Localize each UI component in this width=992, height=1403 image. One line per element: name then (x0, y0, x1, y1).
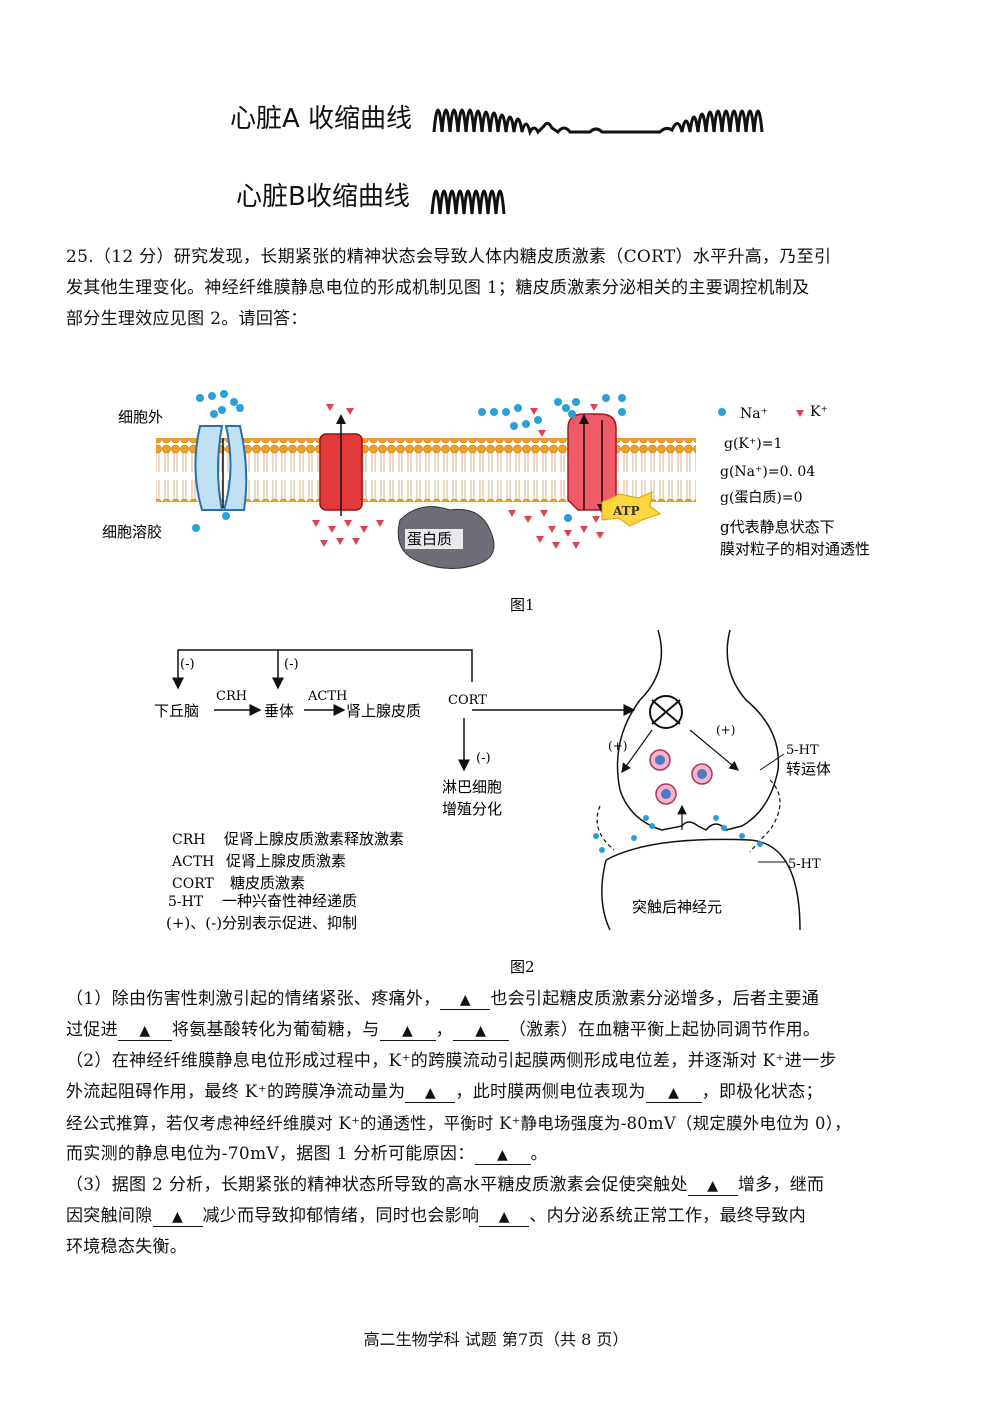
q1-text: ， (435, 1020, 453, 1040)
na-k-pump (567, 413, 617, 514)
q1-text: 也会引起糖皮质激素分泌增多，后者主要通 (490, 989, 820, 1009)
synapse-presynaptic (616, 630, 780, 831)
g-protein: g(蛋白质)=0 (720, 490, 803, 506)
stem-line: 部分生理效应见图 2。请回答： (66, 309, 308, 329)
minus-label-3: (-) (476, 751, 491, 766)
answer-blank[interactable]: ▲ (440, 991, 491, 1010)
legend-desc-4: 一种兴奋性神经递质 (222, 892, 357, 910)
question-25-stem: 25.（12 分）研究发现，长期紧张的精神状态会导致人体内糖皮质激素（CORT）… (66, 242, 936, 335)
answer-blank[interactable]: ▲ (479, 1208, 530, 1227)
heart-a-curve (432, 108, 764, 137)
answer-blank[interactable]: ▲ (152, 1208, 203, 1227)
plus-label-2: (+) (716, 723, 735, 737)
figure-1-caption: 图1 (510, 596, 535, 614)
q1-text: 将氨基酸转化为葡萄糖，与 (171, 1020, 380, 1040)
q2-text: 外流起阻碍作用，最终 K⁺的跨膜净流动量为 (66, 1082, 406, 1102)
q1-text: （1）除由伤害性刺激引起的情绪紧张、疼痛外， (66, 989, 441, 1009)
answer-blank[interactable]: ▲ (405, 1084, 456, 1103)
pituitary-label: 垂体 (264, 702, 294, 720)
k-channel (319, 414, 363, 516)
answer-blank[interactable]: ▲ (117, 1022, 172, 1041)
heart-a-label: 心脏A 收缩曲线 (230, 104, 413, 134)
q2-line-1: （2）在神经纤维膜静息电位形成过程中，K⁺的跨膜流动引起膜两侧形成电位差，并逐渐… (66, 1051, 837, 1071)
minus-label-1: (-) (180, 657, 195, 672)
answer-blank[interactable]: ▲ (474, 1146, 531, 1165)
legend-abbr-4: 5-HT (168, 894, 204, 910)
q2-text: 而实测的静息电位为-70mV，据图 1 分析可能原因： (66, 1144, 475, 1164)
crh-label: CRH (216, 689, 247, 704)
5ht-label: 5-HT (788, 857, 821, 872)
g-na: g(Na⁺)=0. 04 (720, 464, 815, 480)
figure-2-caption: 图2 (510, 958, 535, 975)
q3-text: （3）据图 2 分析，长期紧张的精神状态所导致的高水平糖皮质激素会促使突触处 (66, 1175, 688, 1195)
figure-2-regulation: (-) (-) 下丘脑 CRH 垂体 ACTH 肾上腺皮质 CORT (-) 淋… (154, 630, 831, 975)
q1-line-1: （1）除由伤害性刺激引起的情绪紧张、疼痛外，▲也会引起糖皮质激素分泌增多，后者主… (66, 984, 946, 1015)
legend-k: K⁺ (810, 404, 828, 420)
q2-line-3: 经公式推算，若仅考虑神经纤维膜对 K⁺的通透性，平衡时 K⁺静电场强度为-80m… (66, 1114, 851, 1133)
5ht-molecules (593, 815, 763, 853)
stem-line: 25.（12 分）研究发现，长期紧张的精神状态会导致人体内糖皮质激素（CORT）… (66, 247, 832, 267)
k-ions (312, 404, 804, 549)
minus-label-2: (-) (284, 657, 299, 672)
legend-last: (+)、(-)分别表示促进、抑制 (166, 914, 357, 932)
q3-line-1: （3）据图 2 分析，长期紧张的精神状态所导致的高水平糖皮质激素会促使突触处▲增… (66, 1170, 946, 1201)
protein-label: 蛋白质 (407, 530, 452, 548)
legend-na: Na⁺ (740, 406, 768, 422)
sub-questions: （1）除由伤害性刺激引起的情绪紧张、疼痛外，▲也会引起糖皮质激素分泌增多，后者主… (66, 984, 946, 1263)
cort-label: CORT (448, 693, 487, 708)
adrenal-cortex-label: 肾上腺皮质 (346, 702, 421, 720)
q3-text: 因突触间隙 (66, 1206, 153, 1226)
q2-line-2: 外流起阻碍作用，最终 K⁺的跨膜净流动量为▲，此时膜两侧电位表现为▲，即极化状态… (66, 1077, 946, 1108)
stem-line: 发其他生理变化。神经纤维膜静息电位的形成机制见图 1；糖皮质激素分泌相关的主要调… (66, 278, 810, 298)
hypothalamus-label: 下丘脑 (154, 702, 199, 720)
q1-text: 过促进 (66, 1020, 118, 1040)
legend-abbr-1: CRH (172, 832, 205, 848)
g-note-2: 膜对粒子的相对通透性 (720, 540, 870, 558)
q2-text: 。 (530, 1144, 548, 1164)
cytosol-label: 细胞溶胶 (102, 523, 162, 541)
g-k: g(K⁺)=1 (724, 436, 782, 452)
answer-blank[interactable]: ▲ (379, 1022, 436, 1041)
answer-blank[interactable]: ▲ (645, 1084, 702, 1103)
q3-line-2: 因突触间隙▲减少而导致抑郁情绪，同时也会影响▲、内分泌系统正常工作，最终导致内 (66, 1201, 946, 1232)
answer-blank[interactable]: ▲ (687, 1177, 738, 1196)
atp-label: ATP (612, 504, 640, 518)
q2-text: ，此时膜两侧电位表现为 (455, 1082, 646, 1102)
legend-desc-2: 促肾上腺皮质激素 (226, 852, 346, 870)
transporter-label-2: 转运体 (786, 760, 831, 778)
q1-line-2: 过促进▲将氨基酸转化为葡萄糖，与▲，▲（激素）在血糖平衡上起协同调节作用。 (66, 1015, 946, 1046)
vesicles (649, 749, 713, 805)
q3-text: 、内分泌系统正常工作，最终导致内 (529, 1206, 807, 1226)
figure-1-membrane: 细胞外 细胞溶胶 ATP 蛋白质 (102, 390, 870, 614)
transporter-label-1: 5-HT (786, 743, 819, 758)
legend-abbr-3: CORT (172, 876, 214, 892)
na-channel (194, 425, 248, 511)
plus-label-1: (+) (608, 739, 627, 753)
heart-b-label: 心脏B收缩曲线 (236, 182, 410, 212)
q3-line-3: 环境稳态失衡。 (66, 1237, 188, 1257)
extracellular-label: 细胞外 (118, 408, 163, 426)
synapse-postsynaptic (605, 838, 801, 931)
legend-abbr-2: ACTH (171, 854, 214, 870)
lymph-label-1: 淋巴细胞 (442, 778, 502, 796)
na-ions (192, 390, 726, 532)
q2-text: ，即极化状态； (701, 1082, 823, 1102)
g-note-1: g代表静息状态下 (720, 518, 835, 536)
q3-text: 减少而导致抑郁情绪，同时也会影响 (202, 1206, 480, 1226)
cort-receptor (649, 695, 683, 729)
q1-text: （激素）在血糖平衡上起协同调节作用。 (508, 1020, 821, 1040)
lymph-label-2: 增殖分化 (442, 800, 502, 818)
q3-text: 增多，继而 (737, 1175, 825, 1195)
acth-label: ACTH (307, 689, 347, 704)
q2-line-4: 而实测的静息电位为-70mV，据图 1 分析可能原因：▲。 (66, 1139, 946, 1170)
heart-b-curve (430, 189, 506, 215)
legend-desc-1: 促肾上腺皮质激素释放激素 (224, 830, 404, 848)
answer-blank[interactable]: ▲ (452, 1022, 509, 1041)
postsynaptic-label: 突触后神经元 (632, 898, 722, 916)
page-footer: 高二生物学科 试题 第7页（共 8 页） (363, 1330, 629, 1349)
legend-desc-3: 糖皮质激素 (230, 874, 305, 892)
